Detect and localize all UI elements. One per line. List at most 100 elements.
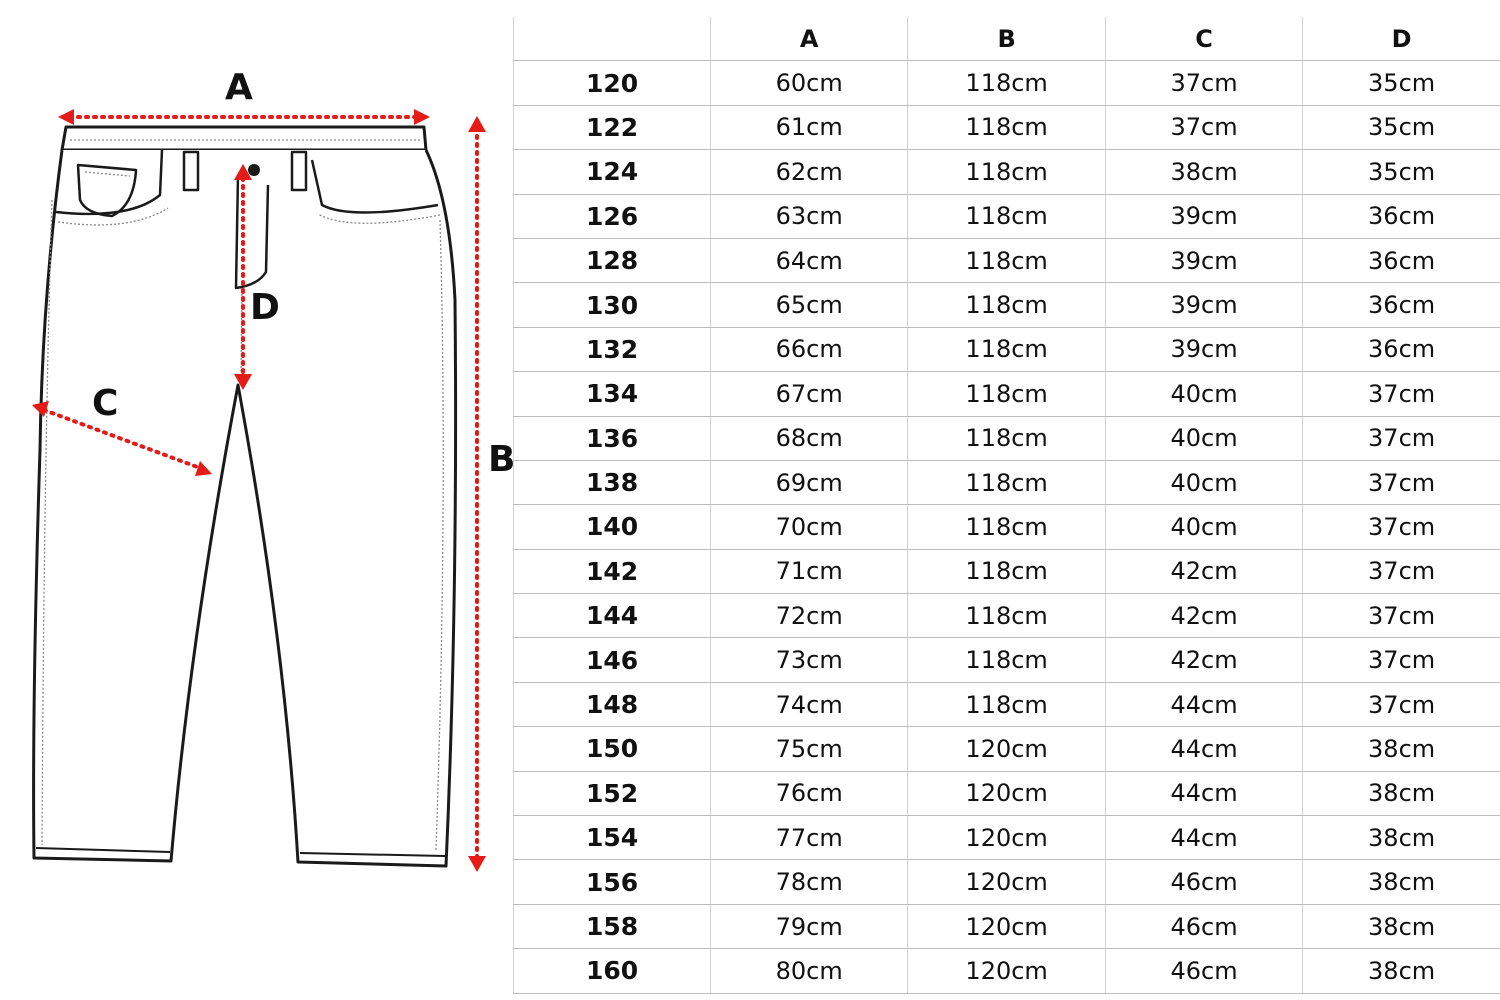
measurement-cell-d: 38cm bbox=[1302, 815, 1500, 861]
measurement-cell-d: 37cm bbox=[1302, 371, 1500, 417]
measurement-cell-b: 120cm bbox=[907, 904, 1106, 950]
measurement-arrowheads bbox=[32, 109, 486, 872]
size-cell: 126 bbox=[512, 194, 711, 239]
measurement-cell-a: 78cm bbox=[710, 859, 908, 905]
measurement-cell-d: 36cm bbox=[1302, 194, 1500, 239]
arrow-c-left-icon bbox=[32, 401, 49, 417]
measurement-cell-c: 39cm bbox=[1104, 194, 1303, 239]
size-cell: 160 bbox=[512, 948, 711, 994]
measurement-cell-a: 71cm bbox=[710, 549, 908, 595]
header-d: D bbox=[1302, 17, 1500, 62]
measurement-cell-c: 40cm bbox=[1104, 460, 1303, 506]
measurement-cell-a: 65cm bbox=[710, 282, 908, 328]
measurement-cell-a: 69cm bbox=[710, 460, 908, 506]
measurement-cell-d: 37cm bbox=[1302, 549, 1500, 595]
measurement-lines bbox=[42, 115, 479, 862]
measurement-cell-d: 37cm bbox=[1302, 593, 1500, 639]
measurement-cell-b: 120cm bbox=[907, 815, 1106, 861]
measurement-cell-d: 38cm bbox=[1302, 948, 1500, 994]
measurement-cell-c: 40cm bbox=[1104, 504, 1303, 550]
measurement-cell-c: 39cm bbox=[1104, 282, 1303, 328]
measurement-cell-a: 64cm bbox=[710, 238, 908, 284]
measurement-cell-c: 39cm bbox=[1104, 327, 1303, 373]
size-cell: 146 bbox=[512, 637, 711, 683]
measurement-cell-b: 118cm bbox=[907, 60, 1106, 106]
measurement-cell-b: 118cm bbox=[907, 460, 1106, 506]
size-cell: 154 bbox=[512, 815, 711, 861]
button-icon bbox=[248, 164, 260, 176]
size-cell: 120 bbox=[512, 60, 711, 106]
measurement-cell-a: 60cm bbox=[710, 60, 908, 106]
size-cell: 150 bbox=[512, 726, 711, 772]
stitch-lines bbox=[41, 139, 444, 851]
pants-measurement-diagram: A B C D bbox=[0, 0, 520, 1000]
size-cell: 144 bbox=[512, 593, 711, 639]
measurement-cell-d: 37cm bbox=[1302, 416, 1500, 461]
measurement-cell-b: 118cm bbox=[907, 593, 1106, 639]
measurement-cell-d: 38cm bbox=[1302, 904, 1500, 950]
size-cell: 136 bbox=[512, 416, 711, 461]
measurement-cell-c: 38cm bbox=[1104, 149, 1303, 195]
measurement-cell-d: 37cm bbox=[1302, 460, 1500, 506]
table-header-row: A B C D bbox=[512, 17, 1500, 62]
measurement-cell-c: 44cm bbox=[1104, 815, 1303, 861]
measurement-cell-c: 42cm bbox=[1104, 593, 1303, 639]
size-cell: 156 bbox=[512, 859, 711, 905]
size-cell: 124 bbox=[512, 149, 711, 195]
measurement-cell-a: 62cm bbox=[710, 149, 908, 195]
measurement-cell-a: 67cm bbox=[710, 371, 908, 417]
measurement-cell-a: 73cm bbox=[710, 637, 908, 683]
measurement-cell-b: 118cm bbox=[907, 327, 1106, 373]
measurement-cell-c: 46cm bbox=[1104, 904, 1303, 950]
size-cell: 128 bbox=[512, 238, 711, 284]
measurement-cell-a: 79cm bbox=[710, 904, 908, 950]
measurement-cell-d: 38cm bbox=[1302, 726, 1500, 772]
measurement-cell-b: 118cm bbox=[907, 637, 1106, 683]
measurement-cell-c: 40cm bbox=[1104, 371, 1303, 417]
size-cell: 142 bbox=[512, 549, 711, 595]
measurement-cell-a: 66cm bbox=[710, 327, 908, 373]
measurement-cell-c: 42cm bbox=[1104, 549, 1303, 595]
measurement-cell-b: 120cm bbox=[907, 726, 1106, 772]
measurement-cell-a: 77cm bbox=[710, 815, 908, 861]
measurement-cell-b: 120cm bbox=[907, 859, 1106, 905]
measure-line-c bbox=[42, 408, 202, 470]
measurement-cell-a: 74cm bbox=[710, 682, 908, 728]
measurement-cell-a: 76cm bbox=[710, 771, 908, 817]
measurement-cell-d: 35cm bbox=[1302, 149, 1500, 195]
arrow-a-right-icon bbox=[414, 109, 430, 125]
measurement-cell-c: 37cm bbox=[1104, 105, 1303, 151]
size-cell: 140 bbox=[512, 504, 711, 550]
arrow-d-top-icon bbox=[234, 164, 252, 180]
size-cell: 138 bbox=[512, 460, 711, 506]
measurement-cell-a: 70cm bbox=[710, 504, 908, 550]
measurement-cell-a: 72cm bbox=[710, 593, 908, 639]
label-c: C bbox=[92, 383, 119, 424]
measurement-cell-c: 42cm bbox=[1104, 637, 1303, 683]
arrow-a-left-icon bbox=[58, 109, 74, 125]
header-size bbox=[512, 17, 711, 62]
measurement-cell-d: 36cm bbox=[1302, 282, 1500, 328]
measurement-cell-a: 68cm bbox=[710, 416, 908, 461]
measurement-cell-a: 61cm bbox=[710, 105, 908, 151]
measurement-cell-c: 44cm bbox=[1104, 771, 1303, 817]
measurement-cell-a: 75cm bbox=[710, 726, 908, 772]
label-a: A bbox=[225, 67, 253, 108]
measurement-cell-d: 35cm bbox=[1302, 105, 1500, 151]
